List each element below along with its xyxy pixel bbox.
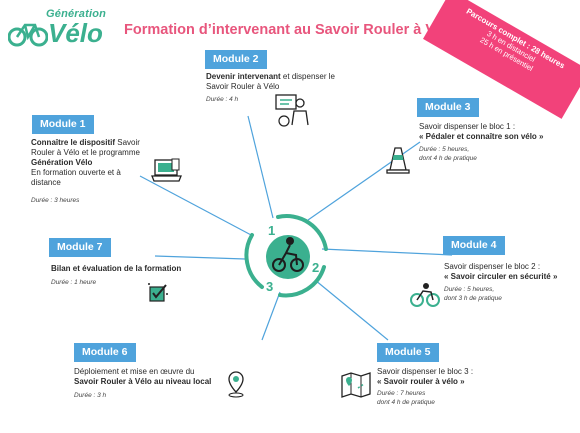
module-6-label: Module 6 <box>74 343 136 362</box>
module-2-label: Module 2 <box>205 50 267 69</box>
module-2-line-1-bold: Devenir intervenant <box>206 72 281 81</box>
module-2-line-1-rest: et dispenser le <box>280 72 335 81</box>
module-4-duration-line-2: dont 3 h de pratique <box>444 294 502 302</box>
map-icon <box>341 372 371 398</box>
module-6-description: Déploiement et mise en œuvre du Savoir R… <box>74 367 224 387</box>
module-1-line-1-bold: Connaître le dispositif <box>31 138 116 147</box>
logo-text-small: Génération <box>46 8 107 20</box>
module-4-duration: Durée : 5 heures, dont 3 h de pratique <box>444 286 502 303</box>
module-6-duration: Durée : 3 h <box>74 392 107 399</box>
cycle-step-2: 2 <box>312 260 320 275</box>
traffic-cone-icon <box>386 147 410 174</box>
module-4-label: Module 4 <box>443 236 505 255</box>
module-3-description: Savoir dispenser le bloc 1 : « Pédaler e… <box>419 122 579 142</box>
cyclist-icon <box>410 283 440 307</box>
module-7-line-1: Bilan et évaluation de la formation <box>51 264 182 273</box>
module-5-line-2: « Savoir rouler à vélo » <box>377 377 465 386</box>
module-7-duration: Durée : 1 heure <box>51 279 97 286</box>
module-2-description: Devenir intervenant et dispenser le Savo… <box>206 72 376 92</box>
module-5-duration-line-1: Durée : 7 heures <box>377 390 426 397</box>
module-7-label: Module 7 <box>49 238 111 257</box>
instructor-icon <box>275 94 309 127</box>
module-4-line-1: Savoir dispenser le bloc 2 : <box>444 262 541 271</box>
module-6-line-1: Déploiement et mise en œuvre du <box>74 367 195 376</box>
cycle-step-1: 1 <box>268 223 276 238</box>
location-pin-icon <box>228 371 244 398</box>
logo-text-big: Vélo <box>48 18 103 48</box>
module-5-line-1: Savoir dispenser le bloc 3 : <box>377 367 474 376</box>
module-5-label: Module 5 <box>377 343 439 362</box>
module-3-line-1: Savoir dispenser le bloc 1 : <box>419 122 516 131</box>
module-4-duration-line-1: Durée : 5 heures, <box>444 286 495 293</box>
module-3-duration-line-2: dont 4 h de pratique <box>419 154 477 162</box>
module-4-description: Savoir dispenser le bloc 2 : « Savoir ci… <box>444 262 579 282</box>
module-1-description: Connaître le dispositif Savoir Rouler à … <box>31 138 156 188</box>
module-3-duration: Durée : 5 heures, dont 4 h de pratique <box>419 146 477 163</box>
module-1-line-3: Génération Vélo <box>31 158 93 167</box>
module-1-line-5: distance <box>31 178 61 187</box>
module-7-description: Bilan et évaluation de la formation <box>51 264 211 274</box>
page-title: Formation d’intervenant au Savoir Rouler… <box>124 22 456 38</box>
module-1-label: Module 1 <box>32 115 94 134</box>
module-3-line-2: « Pédaler et connaître son vélo » <box>419 132 544 141</box>
module-1-line-2: Rouler à Vélo et le programme <box>31 148 140 157</box>
logo: Génération Vélo <box>8 8 128 50</box>
central-cycle-icon <box>244 214 328 298</box>
module-5-description: Savoir dispenser le bloc 3 : « Savoir ro… <box>377 367 517 387</box>
module-1-line-1-rest: Savoir <box>115 138 140 147</box>
checklist-icon <box>148 283 168 302</box>
module-3-duration-line-1: Durée : 5 heures, <box>419 146 470 153</box>
module-2-line-2: Savoir Rouler à Vélo <box>206 82 280 91</box>
bicycle-logo-icon <box>8 23 48 47</box>
module-3-label: Module 3 <box>417 98 479 117</box>
module-5-duration-line-2: dont 4 h de pratique <box>377 398 435 406</box>
laptop-icon <box>151 158 182 182</box>
module-5-duration: Durée : 7 heures dont 4 h de pratique <box>377 390 435 407</box>
module-1-duration: Durée : 3 heures <box>31 197 80 204</box>
module-1-line-4: En formation ouverte et à <box>31 168 121 177</box>
cycle-step-3: 3 <box>266 279 274 294</box>
module-4-line-2: « Savoir circuler en sécurité » <box>444 272 558 281</box>
module-2-duration: Durée : 4 h <box>206 96 239 103</box>
module-6-line-2: Savoir Rouler à Vélo au niveau local <box>74 377 212 386</box>
